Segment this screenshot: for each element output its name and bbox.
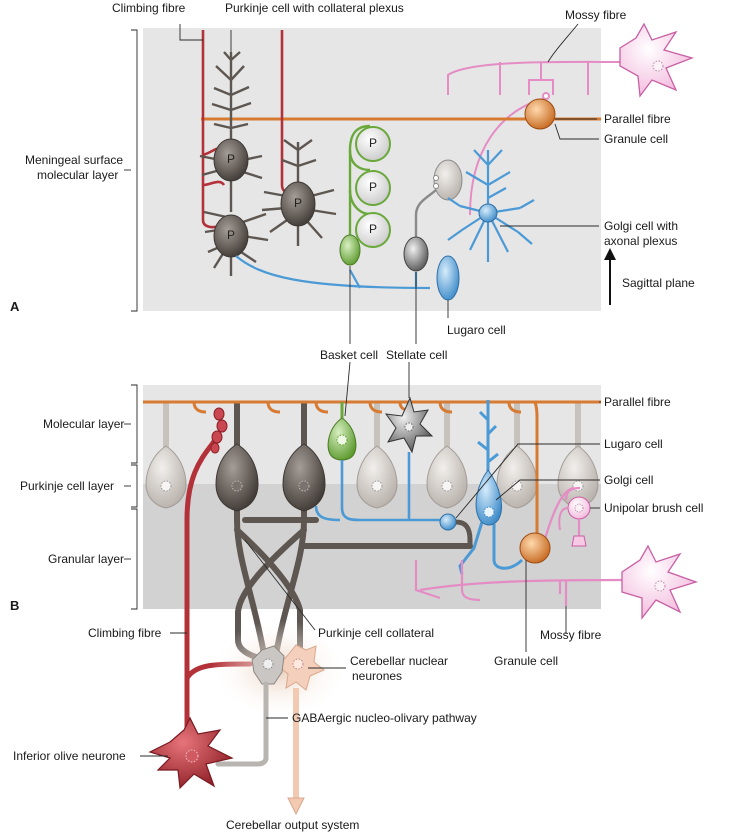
label-purkinje-cell-layer: Purkinje cell layer xyxy=(20,479,114,493)
golgi-cell-body-b xyxy=(475,469,502,526)
label-parallel-fibre-a: Parallel fibre xyxy=(604,112,671,126)
label-climbing-fibre-b: Climbing fibre xyxy=(88,626,162,640)
stellate-cell-b xyxy=(384,396,434,520)
inferior-olive-neurone xyxy=(148,716,234,790)
p-label: P xyxy=(294,196,302,210)
purkinje-cell-b-1 xyxy=(215,402,259,512)
mossy-fibre-cell-body-a xyxy=(619,22,695,98)
lugaro-cell-b xyxy=(439,513,457,531)
purkinje-cell-a-1: P xyxy=(199,51,263,200)
mossy-fibre-cell-body-b xyxy=(621,544,699,620)
label-nuclear-neurones-2: neurones xyxy=(352,669,402,683)
label-purkinje-collateral-plexus: Purkinje cell with collateral plexus xyxy=(225,1,404,15)
label-golgi-cell-b: Golgi cell xyxy=(604,473,653,487)
label-basket-cell: Basket cell xyxy=(320,348,378,362)
label-mossy-fibre-b: Mossy fibre xyxy=(540,628,602,642)
label-granule-cell-b: Granule cell xyxy=(494,654,558,668)
label-meningeal-surface: Meningeal surface xyxy=(25,153,123,167)
purkinje-cell-a-2: P xyxy=(203,200,269,276)
label-granular-layer: Granular layer xyxy=(48,552,124,566)
panel-a-background xyxy=(143,28,601,311)
p-label: P xyxy=(369,180,377,194)
label-golgi-cell-a-1: Golgi cell with xyxy=(604,219,678,233)
golgi-cell-body-a xyxy=(478,203,498,223)
label-gabaergic-pathway: GABAergic nucleo-olivary pathway xyxy=(292,711,477,725)
label-granule-cell-a: Granule cell xyxy=(604,132,668,146)
output-arrow-head xyxy=(287,797,305,816)
bracket-molecular xyxy=(131,384,138,464)
p-label: P xyxy=(227,228,235,242)
label-unipolar-brush-cell: Unipolar brush cell xyxy=(604,501,703,515)
label-purkinje-cell-collateral: Purkinje cell collateral xyxy=(318,626,434,640)
label-mossy-fibre-a: Mossy fibre xyxy=(565,8,627,22)
label-parallel-fibre-b: Parallel fibre xyxy=(604,395,671,409)
parallel-fibre-b xyxy=(143,400,601,540)
label-lugaro-cell-b: Lugaro cell xyxy=(604,437,663,451)
label-stellate-cell: Stellate cell xyxy=(386,348,447,362)
cerebellar-nuclear-neurones xyxy=(251,644,325,691)
gabaergic-pathway xyxy=(215,681,269,767)
lugaro-cell-a xyxy=(436,255,460,301)
p-label: P xyxy=(369,136,377,150)
panel-b: B xyxy=(10,361,703,832)
bracket-purkinje xyxy=(131,464,138,508)
p-label: P xyxy=(227,152,235,166)
unipolar-brush-cell xyxy=(558,496,591,547)
label-molecular-layer: Molecular layer xyxy=(43,417,124,431)
basket-cell-a: P P P xyxy=(339,124,391,266)
purkinje-cell-a-3: P xyxy=(261,139,337,246)
label-golgi-cell-a-2: axonal plexus xyxy=(604,234,677,248)
label-molecular-layer-a: molecular layer xyxy=(37,168,118,182)
panel-b-letter: B xyxy=(10,598,19,613)
label-nuclear-neurones-1: Cerebellar nuclear xyxy=(350,654,448,668)
label-climbing-fibre-a: Climbing fibre xyxy=(112,1,186,15)
purkinje-cell-b-2 xyxy=(282,402,326,512)
climbing-fibre-boutons xyxy=(210,407,228,454)
bracket-granular xyxy=(131,508,138,610)
panel-a: A xyxy=(10,1,695,362)
label-output-system: Cerebellar output system xyxy=(226,818,359,832)
granule-cell-a xyxy=(524,98,556,130)
panel-a-bracket xyxy=(131,29,138,312)
granule-cell-b xyxy=(519,532,551,564)
label-lugaro-cell-a: Lugaro cell xyxy=(447,323,506,337)
label-inferior-olive-neurone: Inferior olive neurone xyxy=(13,749,126,763)
basket-cell-b xyxy=(314,402,450,522)
label-sagittal-plane: Sagittal plane xyxy=(622,276,695,290)
stellate-cell-a xyxy=(403,159,463,272)
sagittal-plane-arrow xyxy=(604,248,616,305)
p-label: P xyxy=(369,222,377,236)
panel-a-letter: A xyxy=(10,299,20,314)
